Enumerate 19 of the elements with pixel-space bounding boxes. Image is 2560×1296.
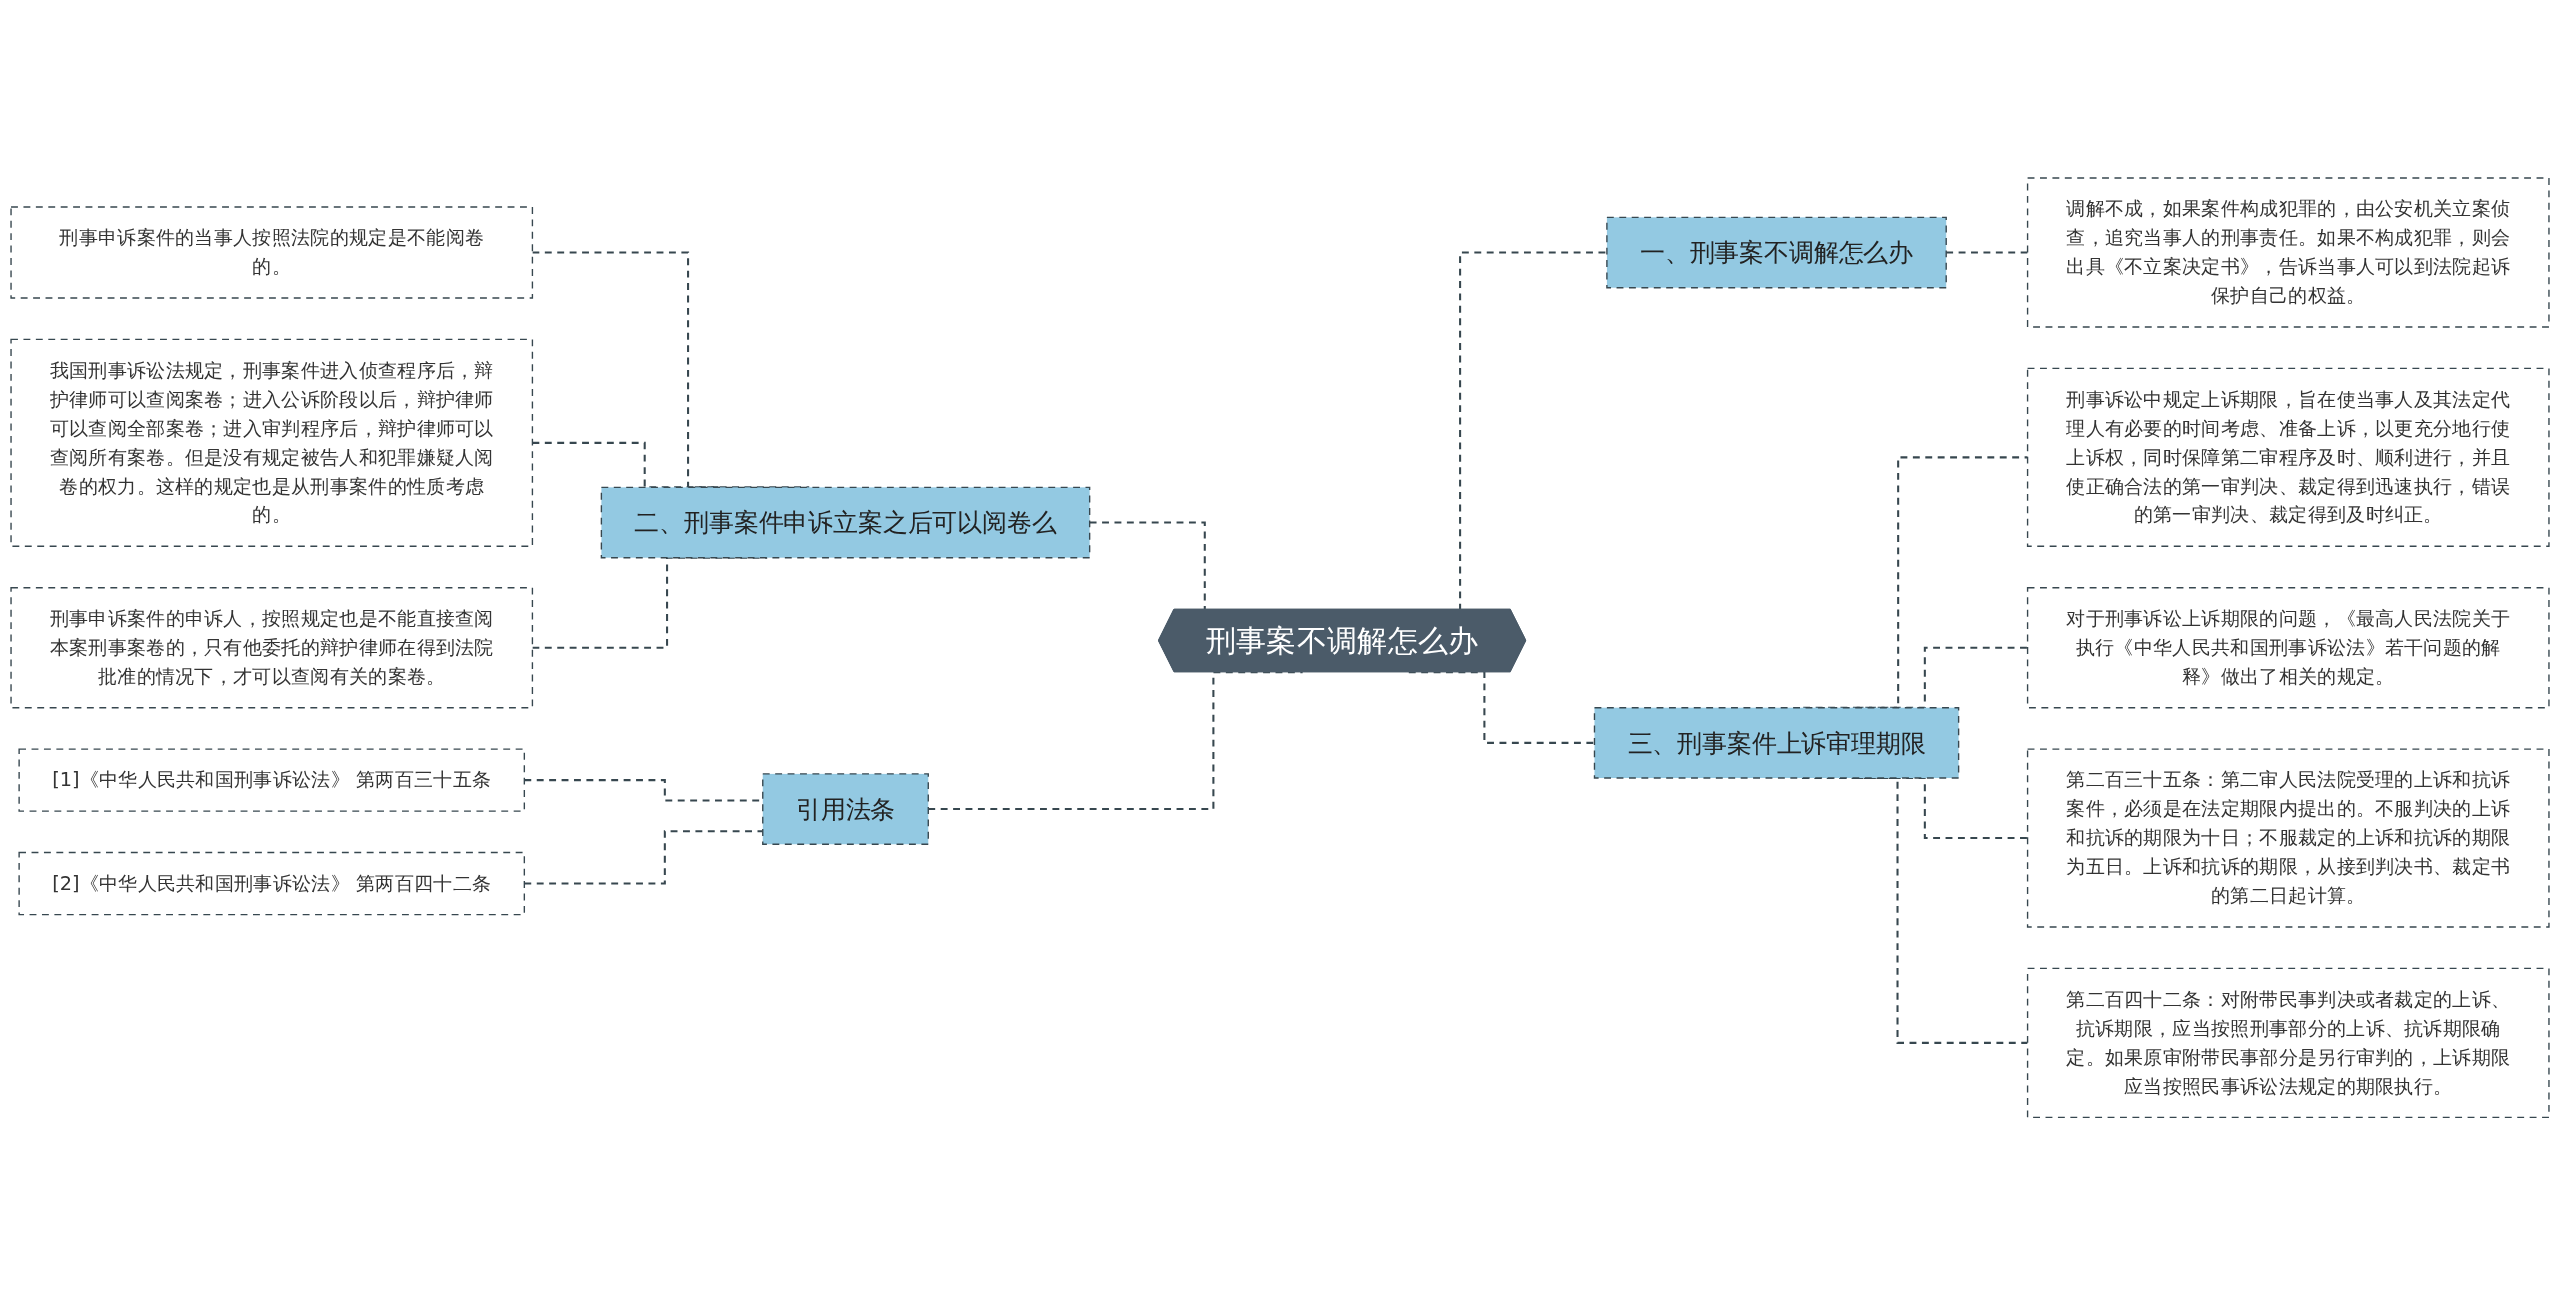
connector: [928, 671, 1303, 811]
node-box: 第二百三十五条：第二审人民法院受理的上诉和抗诉案件，必须是在法定期限内提出的。不服判决的上诉和抗诉的期限为十日；不服裁定的上诉和抗诉的期限为五日。上诉和抗诉的期限，从接到判决书、裁定书的第二日起计算。: [2026, 748, 2550, 928]
node-box: 刑事申诉案件的申诉人，按照规定也是不能直接查阅本案刑事案卷的，只有他委托的辩护律师在得到法院批准的情况下，才可以查阅有关的案卷。: [10, 587, 534, 709]
connector: [1946, 251, 2028, 254]
node-box: [1]《中华人民共和国刑事诉讼法》 第两百三十五条: [18, 748, 526, 813]
node-box: 第二百四十二条：对附带民事判决或者裁定的上诉、抗诉期限，应当按照刑事部分的上诉、抗诉期限确定。如果原审附带民事部分是另行审判的，上诉期限应当按照民事诉讼法规定的期限执行。: [2026, 968, 2550, 1119]
node-box: 刑事诉讼中规定上诉期限，旨在使当事人及其法定代理人有必要的时间考虑、准备上诉，以更充分地行使上诉权，同时保障第二审程序及时、顺利进行，并且使正确合法的第一审判决、裁定得到迅速执行，错误的第一审判决、裁定得到及时纠正。: [2026, 368, 2550, 548]
node-box: 二、刑事案件申诉立案之后可以阅卷么: [600, 486, 1091, 559]
node-box: 对于刑事诉讼上诉期限的问题，《最高人民法院关于执行《中华人民共和国刑事诉讼法》若干问题的解释》做出了相关的规定。: [2026, 587, 2550, 709]
node-box: 调解不成，如果案件构成犯罪的，由公安机关立案侦查，追究当事人的刑事责任。如果不构成犯罪，则会出具《不立案决定书》，告诉当事人可以到法院起诉保护自己的权益。: [2026, 177, 2550, 328]
node-box: 一、刑事案不调解怎么办: [1606, 216, 1947, 289]
node-box: 引用法条: [762, 773, 929, 846]
connector: [1803, 456, 2028, 710]
node-box: [2]《中华人民共和国刑事诉讼法》 第两百四十二条: [18, 852, 526, 916]
connector: [1408, 671, 1595, 745]
connector: [524, 830, 763, 885]
node-box: 三、刑事案件上诉审理期限: [1593, 707, 1960, 780]
node-box: 我国刑事诉讼法规定，刑事案件进入侦查程序后，辩护律师可以查阅案卷；进入公诉阶段以后，辩护律师可以查阅全部案卷；进入审判程序后，辩护律师可以查阅所有案卷。但是没有规定被告人和犯罪嫌疑人阅卷的权力。这样的规定也是从刑事案件的性质考虑的。: [10, 339, 534, 548]
node-box: 刑事申诉案件的当事人按照法院的规定是不能阅卷的。: [10, 206, 534, 300]
